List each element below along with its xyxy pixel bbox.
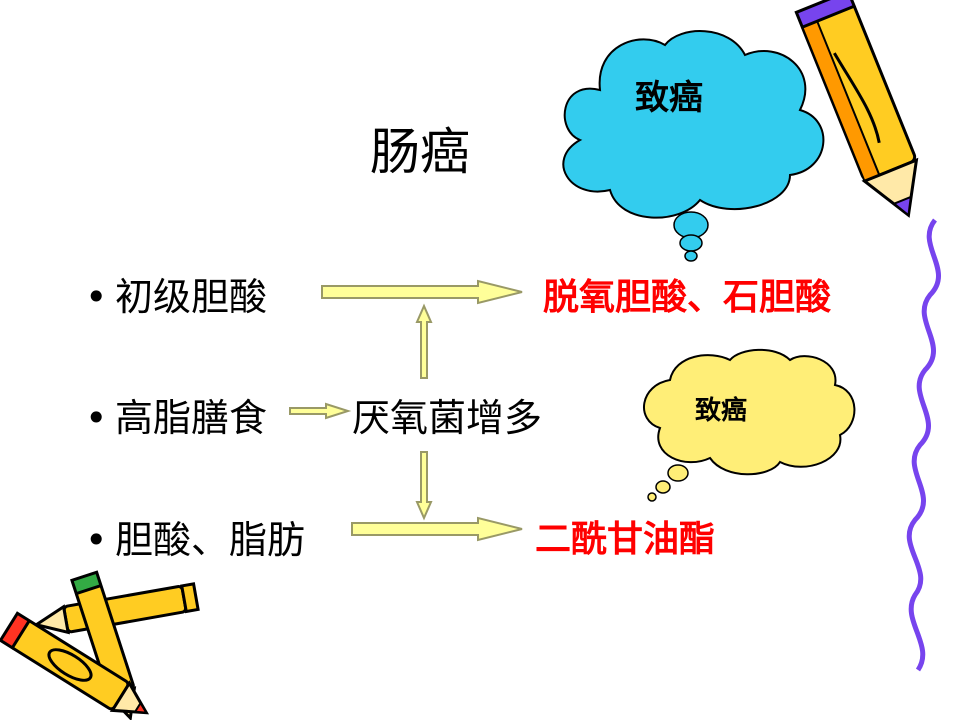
item-text: 初级胆酸: [115, 275, 268, 319]
arrow-top-horizontal: [321, 279, 523, 305]
item-text: 胆酸、脂肪: [115, 518, 306, 562]
blue-thought-cloud: [562, 30, 825, 262]
blue-cloud-label: 致癌: [635, 78, 703, 118]
slide-title: 肠癌: [370, 123, 470, 181]
arrow-down-vertical: [415, 451, 433, 521]
bullet: •: [85, 518, 108, 562]
list-item: •高脂膳食: [85, 387, 267, 442]
list-item: •初级胆酸: [85, 266, 267, 321]
yellow-cloud-label: 致癌: [695, 396, 748, 426]
pencils-icon: [0, 570, 200, 720]
middle-node: 厌氧菌增多: [352, 396, 543, 440]
bullet: •: [85, 396, 108, 440]
yellow-thought-cloud: [643, 348, 856, 502]
arrow-mid-horizontal: [289, 402, 352, 420]
wavy-border: [906, 218, 941, 672]
pencil-icon: [794, 0, 919, 218]
list-item: •胆酸、脂肪: [85, 509, 305, 564]
item-text: 高脂膳食: [115, 396, 268, 440]
bullet: •: [85, 275, 108, 319]
arrow-up-vertical: [415, 303, 433, 379]
result-top: 脱氧胆酸、石胆酸: [543, 277, 832, 318]
arrow-bottom-horizontal: [351, 516, 523, 542]
result-bottom: 二酰甘油酯: [535, 519, 716, 560]
